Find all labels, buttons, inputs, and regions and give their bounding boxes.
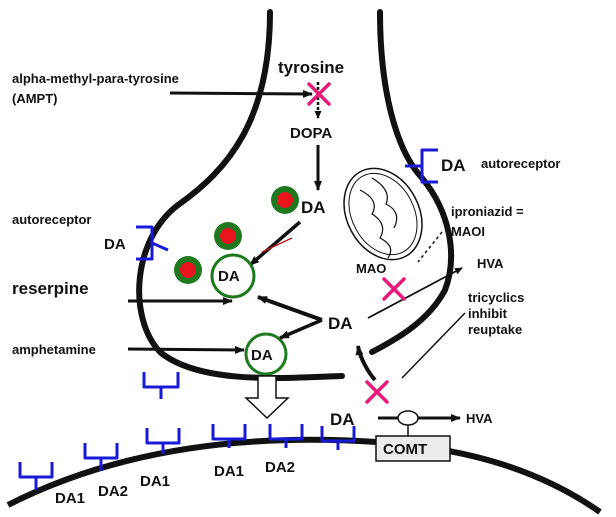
comt-box — [375, 435, 451, 462]
reserpine-label: reserpine — [12, 279, 89, 298]
cytoplasmic-da-label: DA — [328, 314, 353, 333]
mao-label: MAO — [356, 261, 386, 276]
dopa-label: DOPA — [290, 125, 332, 142]
vesicle-filled-2 — [214, 222, 242, 250]
autoreceptor-right-da-label: DA — [441, 156, 466, 175]
postsynaptic-receptor-4 — [211, 424, 247, 448]
presynaptic-terminal-left-wall — [136, 9, 345, 382]
da1-label-3: DA1 — [214, 463, 244, 480]
tyrosine-label: tyrosine — [278, 58, 344, 77]
da-to-hva-mao-arrow — [367, 267, 463, 319]
autoreceptor-right — [405, 148, 438, 184]
postsynaptic-membrane — [6, 436, 602, 515]
ampt-label: alpha-methyl-para-tyrosine — [12, 71, 179, 86]
autoreceptor-bottom — [142, 372, 180, 399]
comt-label: COMT — [383, 441, 427, 458]
autoreceptor-left — [136, 225, 169, 261]
vesicle-release-ring — [244, 332, 288, 376]
tricyclics-pointer — [401, 312, 466, 379]
vesicle-da-label: DA — [218, 268, 240, 285]
ampt-block-x — [307, 82, 331, 106]
postsynaptic-receptor-2 — [83, 443, 119, 471]
mao-block-x — [382, 277, 406, 301]
postsynaptic-receptor-3 — [145, 428, 181, 454]
vesicle-filled-1 — [271, 186, 299, 214]
hva-comt-label: HVA — [466, 411, 493, 426]
iproniazid-label: iproniazid = — [451, 204, 524, 219]
inhibit-label: inhibit — [468, 306, 508, 321]
da1-label-2: DA1 — [140, 473, 170, 490]
vesicle-storage-ring — [210, 253, 256, 299]
da-to-storage-vesicle-arrow — [257, 295, 323, 322]
postsynaptic-receptor-5 — [268, 424, 304, 448]
da1-label-1: DA1 — [55, 490, 85, 507]
autoreceptor-left-label: autoreceptor — [12, 212, 91, 227]
reuptake-block-x — [365, 380, 389, 404]
postsynaptic-receptor-6 — [320, 426, 356, 450]
amphetamine-arrow — [127, 345, 245, 354]
maoi-dashed-line — [417, 231, 443, 263]
autoreceptor-right-label: autoreceptor — [481, 156, 560, 171]
da-to-vesicle-red-line — [261, 237, 293, 253]
da-to-release-vesicle-arrow — [279, 318, 323, 340]
release-vesicle-da-label: DA — [251, 347, 273, 364]
autoreceptor-left-da-label: DA — [104, 236, 126, 253]
ampt-arrow — [169, 89, 313, 98]
postsynaptic-receptor-1 — [18, 462, 54, 490]
synthesized-da-label: DA — [301, 198, 326, 217]
tricyclics-label: tricyclics — [468, 290, 524, 305]
amphetamine-label: amphetamine — [12, 342, 96, 357]
da2-label-1: DA2 — [98, 483, 128, 500]
da-to-vesicle-arrow — [248, 220, 302, 267]
reuptake-arrow — [355, 345, 377, 382]
da2-label-2: DA2 — [265, 459, 295, 476]
synaptic-da-label: DA — [330, 410, 355, 429]
hva-mao-label: HVA — [477, 256, 504, 271]
comt-valve-symbol — [397, 410, 419, 436]
reuptake-label: reuptake — [468, 322, 522, 337]
mitochondrion — [343, 167, 423, 261]
ampt-abbrev-label: (AMPT) — [12, 91, 58, 106]
presynaptic-terminal-right-wall — [369, 9, 455, 355]
release-hollow-arrow — [244, 375, 290, 420]
vesicle-filled-3 — [174, 256, 202, 284]
maoi-label: MAOI — [451, 224, 485, 239]
